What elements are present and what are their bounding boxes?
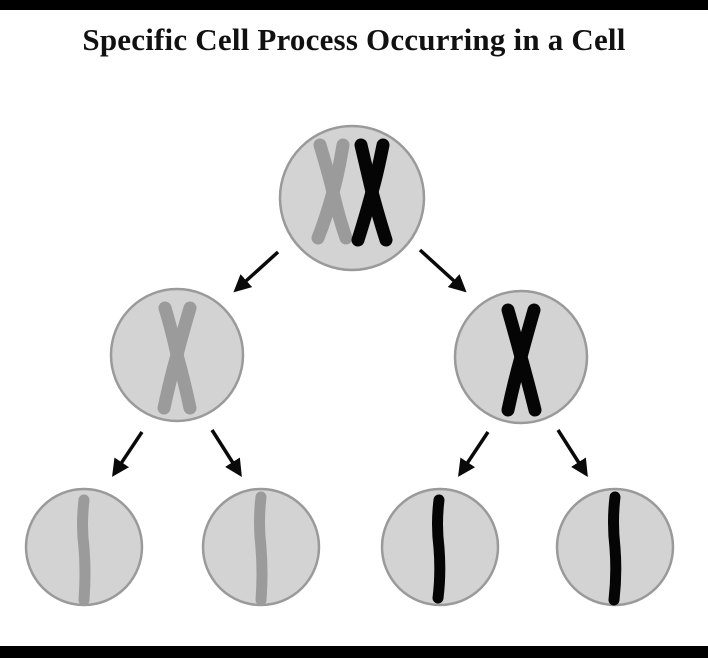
granddaughter-cell-3 [380,487,500,607]
arrow-to-left-daughter [233,250,280,293]
left-daughter-cell [109,287,245,423]
granddaughter-cell-4 [555,487,675,607]
left-daughter-chromosome [157,301,197,415]
right-daughter-cell [453,289,589,425]
arrow-to-cell-1 [112,431,144,477]
right-daughter-chromosome [501,303,542,417]
arrow-to-cell-4 [556,429,588,477]
granddaughter-cell-3-chromatid [432,494,446,604]
arrow-to-cell-3 [458,431,490,477]
diagram-title: Specific Cell Process Occurring in a Cel… [82,22,626,57]
granddaughter-cell-2-chromatid [254,491,268,606]
granddaughter-cell-4-chromatid [608,491,622,606]
granddaughter-cell-2 [201,487,321,607]
granddaughter-cell-1 [24,487,144,607]
arrow-to-right-daughter [418,248,467,293]
parent-cell [278,124,426,272]
parent-dark-chromosome [351,138,393,247]
parent-cell-membrane [278,124,426,272]
granddaughter-cell-1-chromatid [77,494,91,606]
arrow-to-cell-2 [210,429,242,477]
parent-light-chromosome [311,138,353,245]
